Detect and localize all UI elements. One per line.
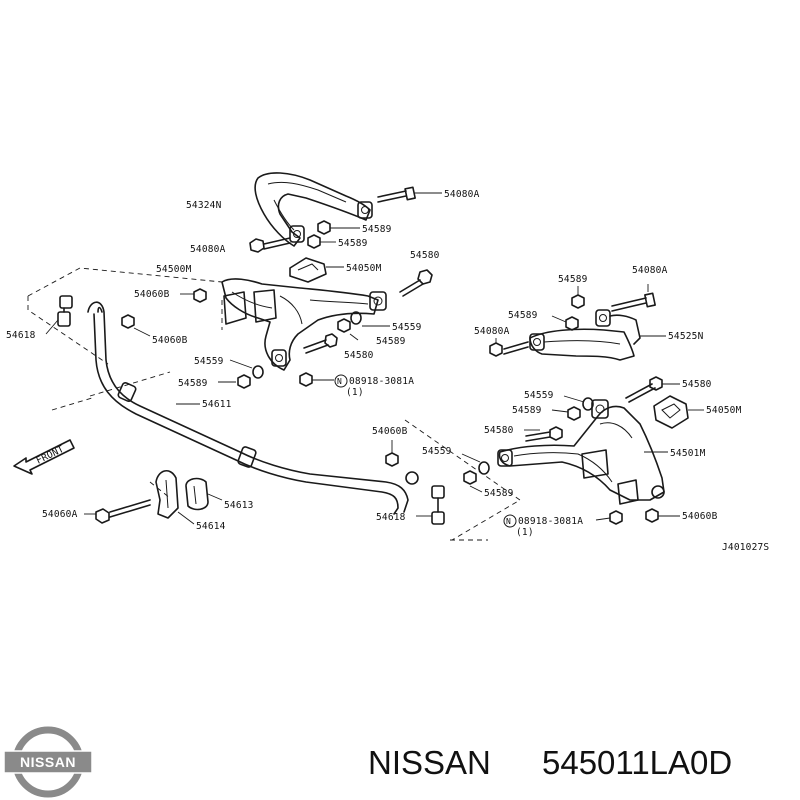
label-54050M-top: 54050M xyxy=(346,263,382,274)
nut-08918-right xyxy=(503,508,680,528)
label-54580-mid: 54580 xyxy=(344,350,374,361)
label-54324N: 54324N xyxy=(186,200,222,211)
front-arrow xyxy=(13,439,75,475)
label-54589-a: 54589 xyxy=(362,224,392,235)
bolt-54580-right-top xyxy=(625,376,680,403)
label-54580-top: 54580 xyxy=(410,250,440,261)
label-54589-f: 54589 xyxy=(508,310,538,321)
label-08918-right: 08918-3081A xyxy=(518,516,583,527)
label-08918-right-qty: (1) xyxy=(516,527,534,538)
label-54060B-c: 54060B xyxy=(372,426,408,437)
part-number: 545011LA0D xyxy=(542,744,732,781)
label-54060B-d: 54060B xyxy=(682,511,718,522)
label-08918-left: 08918-3081A xyxy=(349,376,414,387)
nissan-logo: NISSAN xyxy=(3,726,93,798)
label-54500M: 54500M xyxy=(156,264,192,275)
label-54559-a: 54559 xyxy=(392,322,422,333)
label-54589-d: 54589 xyxy=(178,378,208,389)
stabilizer-bar xyxy=(87,301,409,515)
label-54618-left: 54618 xyxy=(6,330,36,341)
dash-stab-2 xyxy=(51,397,93,411)
logo-text: NISSAN xyxy=(20,754,76,770)
nut-54589-upper xyxy=(307,220,360,249)
front-label: FRONT xyxy=(34,444,65,467)
washers-lower-left xyxy=(218,359,264,389)
bolt-54580-mid xyxy=(303,333,338,354)
upper-link-right xyxy=(529,309,666,361)
label-54060B-a: 54060B xyxy=(134,289,170,300)
clamp-54614 xyxy=(155,470,195,525)
label-54614: 54614 xyxy=(196,521,226,532)
label-08918-left-qty: (1) xyxy=(346,387,364,398)
lower-arm-left xyxy=(221,278,387,371)
dash-right-link xyxy=(404,419,521,541)
bolt-54080A-mid xyxy=(249,237,291,253)
brand-name: NISSAN xyxy=(368,744,491,781)
dash-box-left-side xyxy=(27,296,109,365)
nuts-mid-left xyxy=(337,311,390,341)
bolts-right-upper xyxy=(489,284,656,357)
bumper-54050M-top xyxy=(289,257,344,283)
drawing-code: J401027S xyxy=(722,542,769,553)
bolt-54580-right-mid xyxy=(524,426,563,442)
label-54559-d: 54559 xyxy=(422,446,452,457)
label-54618-right: 54618 xyxy=(376,512,406,523)
dash-stab-1 xyxy=(89,371,171,397)
label-54060A: 54060A xyxy=(42,509,78,520)
nut-symbol-right: N xyxy=(506,517,511,526)
end-link-left xyxy=(45,295,73,335)
label-54080A-mid: 54080A xyxy=(190,244,226,255)
bolt-54080A-top xyxy=(377,186,442,203)
upper-link-left xyxy=(254,172,373,247)
label-54060B-b: 54060B xyxy=(152,335,188,346)
label-54559-b: 54559 xyxy=(194,356,224,367)
bumper-54050M-right xyxy=(653,395,704,429)
label-54589-e: 54589 xyxy=(558,274,588,285)
label-54080A-r1: 54080A xyxy=(632,265,668,276)
label-54589-c: 54589 xyxy=(376,336,406,347)
label-54589-b: 54589 xyxy=(338,238,368,249)
dash-box-left-top xyxy=(27,267,223,297)
nut-08918-left xyxy=(299,372,348,388)
washers-right-lower xyxy=(461,453,490,493)
label-54580-r2: 54580 xyxy=(484,425,514,436)
label-54589-g: 54589 xyxy=(512,405,542,416)
bushing-54613 xyxy=(185,477,223,511)
bolt-54580-top xyxy=(399,269,433,297)
label-54613: 54613 xyxy=(224,500,254,511)
label-54080A-r2: 54080A xyxy=(474,326,510,337)
label-54080A-top: 54080A xyxy=(444,189,480,200)
label-54589-h: 54589 xyxy=(484,488,514,499)
end-link-right xyxy=(385,440,445,525)
label-54501M: 54501M xyxy=(670,448,706,459)
label-54580-r: 54580 xyxy=(682,379,712,390)
nuts-54060B-left xyxy=(121,288,207,337)
label-54525N: 54525N xyxy=(668,331,704,342)
label-54559-c: 54559 xyxy=(524,390,554,401)
nut-symbol-left: N xyxy=(337,377,342,386)
label-54050M-r: 54050M xyxy=(706,405,742,416)
nuts-right-mid xyxy=(551,395,594,421)
bolt-54060A xyxy=(84,499,151,524)
label-54611: 54611 xyxy=(202,399,232,410)
lower-arm-right xyxy=(497,399,668,505)
